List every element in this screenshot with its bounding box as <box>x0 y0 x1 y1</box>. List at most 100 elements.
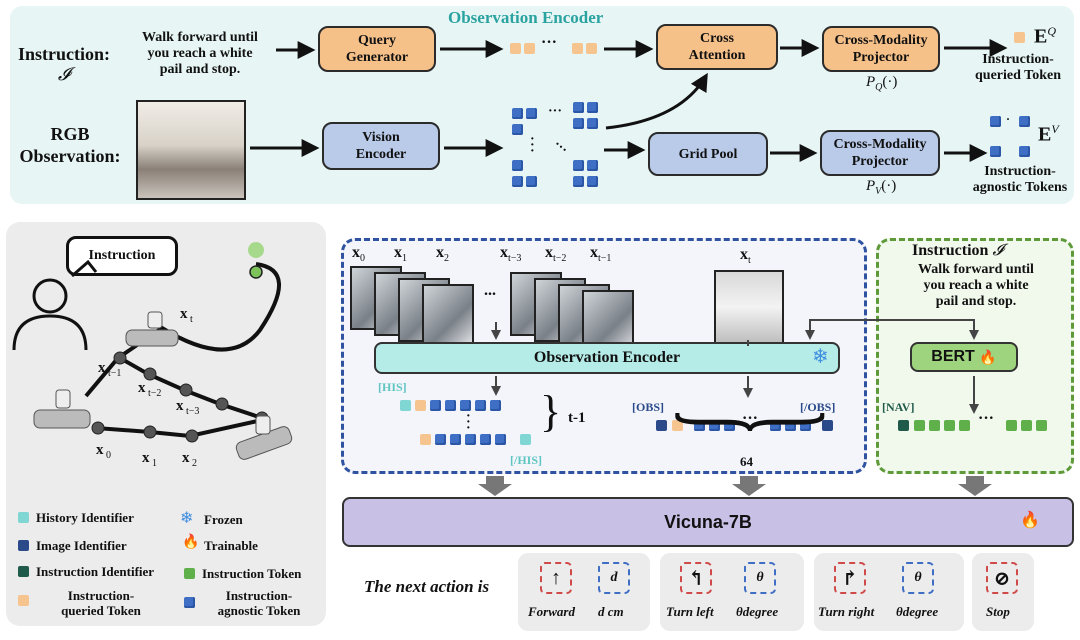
his-token <box>490 400 501 411</box>
ev-token <box>990 116 1001 127</box>
nav-token-label: [NAV] <box>882 400 915 414</box>
scene-label-xtm2: x <box>138 380 146 396</box>
scene-sub-xtm3: t−3 <box>186 406 199 417</box>
scene-label-xtm3: x <box>176 398 184 414</box>
theta-degree-label: θdegree <box>896 604 939 619</box>
rgb-observation-image <box>136 100 246 200</box>
patch-token <box>512 160 523 171</box>
d-cm-label: d cm <box>598 604 624 619</box>
instruction-text-right: Walk forward until you reach a white pai… <box>918 262 1034 309</box>
eq-label: EQ <box>1034 24 1057 48</box>
scene-label-xt: x <box>180 306 188 322</box>
his-token <box>480 434 491 445</box>
fire-icon: 🔥 <box>182 535 200 550</box>
patch-token <box>526 176 537 187</box>
patch-token <box>573 102 584 113</box>
stop-label: Stop <box>986 604 1010 619</box>
query-token <box>572 43 583 54</box>
ev-label: EV <box>1038 122 1059 146</box>
patch-token <box>526 108 537 119</box>
patch-token <box>573 176 584 187</box>
legend-iq-label: Instruction-queried Token <box>61 588 141 618</box>
obs-token <box>770 420 781 431</box>
legend-ia-swatch <box>184 597 195 608</box>
scene-sub-xtm2: t−2 <box>148 388 161 399</box>
obs-close-token: [/OBS] <box>800 400 836 414</box>
turn-right-arrow-icon: ↱ <box>834 562 866 594</box>
his-token <box>430 400 441 411</box>
frames-ellipsis: ... <box>484 282 496 299</box>
instruction-ellipsis: ··· <box>978 410 995 427</box>
legend-instr-id-swatch <box>18 566 29 577</box>
patch-token <box>573 160 584 171</box>
obs-identifier <box>656 420 667 431</box>
instruction-token <box>929 420 940 431</box>
forward-label: Forward <box>528 604 575 619</box>
patch-token <box>573 118 584 129</box>
arrow-patches-to-cross <box>605 72 708 130</box>
query-ellipsis: ··· <box>541 34 558 51</box>
scene-label-x2: x <box>182 450 190 466</box>
ruler-icon: d <box>598 562 630 594</box>
his-token <box>450 434 461 445</box>
obs-token <box>694 420 705 431</box>
his-close-token: [/HIS] <box>510 453 543 467</box>
his-token <box>460 400 471 411</box>
frame-label-0: x0 <box>352 244 365 265</box>
obs-token <box>785 420 796 431</box>
his-token <box>465 434 476 445</box>
arrow-down-his-to-vicuna <box>478 476 512 496</box>
legend-instr-id-label: Instruction Identifier <box>36 564 155 579</box>
patch-token <box>512 124 523 135</box>
instruction-token <box>1006 420 1017 431</box>
ev-token <box>1019 146 1030 157</box>
legend-iq-swatch <box>18 595 29 606</box>
instruction-bubble: Instruction <box>66 236 178 276</box>
legend-instr-token-label: Instruction Token <box>202 566 302 581</box>
forward-arrow-icon: ↑ <box>540 562 572 594</box>
obs-token <box>800 420 811 431</box>
scene-label-x1: x <box>142 450 150 466</box>
fire-icon: 🔥 <box>1020 512 1040 529</box>
his-token <box>435 434 446 445</box>
stop-icon: ⊘ <box>986 562 1018 594</box>
his-open-token: [HIS] <box>378 380 407 394</box>
frame-label-1: x1 <box>394 244 407 265</box>
instruction-agnostic-tokens-label: Instruction-agnostic Tokens <box>972 164 1068 195</box>
nav-identifier <box>898 420 909 431</box>
trajectory-node <box>179 383 193 397</box>
current-frame-image <box>714 270 784 344</box>
theta-degree-label: θdegree <box>736 604 779 619</box>
obs-open-token: [OBS] <box>632 400 665 414</box>
trajectory-node <box>143 425 157 439</box>
scene-sub-xtm1: t−1 <box>108 368 121 379</box>
count-64-label: 64 <box>740 454 753 469</box>
frame-label-t-3: xt−3 <box>500 244 522 265</box>
frame-label-t-1: xt−1 <box>590 244 612 265</box>
brace-icon: } <box>540 387 562 436</box>
trajectory-node <box>143 367 157 381</box>
current-frame-label: xt <box>740 246 751 267</box>
instruction-token <box>1021 420 1032 431</box>
ev-ellipsis: · <box>1006 112 1011 126</box>
instruction-text: Walk forward until you reach a white pai… <box>142 30 258 77</box>
trajectory-node <box>113 351 127 365</box>
arrow-down-obs-to-vicuna <box>732 476 766 496</box>
robot-icon <box>33 311 293 460</box>
his-identifier <box>400 400 411 411</box>
instruction-token <box>959 420 970 431</box>
legend-image-swatch <box>18 540 29 551</box>
scene-person <box>12 259 98 351</box>
query-token <box>586 43 597 54</box>
projector-v-function: PV(·) <box>866 178 897 197</box>
scene-sub-xt: t <box>190 314 193 325</box>
patch-token <box>587 102 598 113</box>
obs-token <box>724 420 735 431</box>
legend-frozen-label: Frozen <box>204 512 243 527</box>
scene-label-xtm1: x <box>98 360 106 376</box>
goal-marker-icon <box>248 242 264 279</box>
